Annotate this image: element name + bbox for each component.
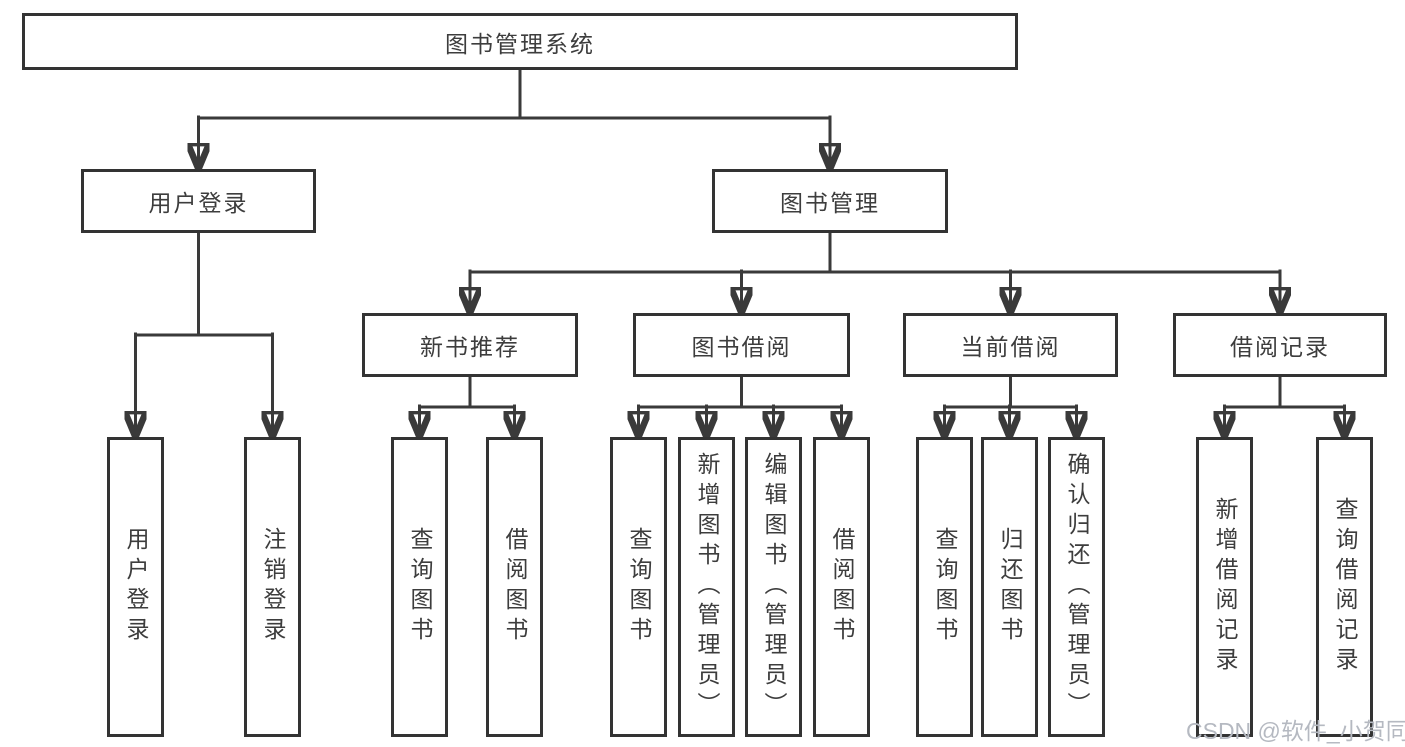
node-current-borrowing-label: 当前借阅	[960, 334, 1061, 360]
leaf-confirm-return-admin: 确认归还（管理员）	[1048, 437, 1105, 737]
connector-book-borrowing-children	[639, 375, 842, 435]
node-current-borrowing: 当前借阅	[903, 313, 1118, 377]
leaf-borrow-books-recommend-label: 借阅图书	[502, 527, 528, 647]
leaf-user-login-label: 用户登录	[123, 527, 149, 647]
leaf-query-books-current: 查询图书	[916, 437, 973, 737]
node-borrowing-records: 借阅记录	[1173, 313, 1387, 377]
leaf-query-borrow-record: 查询借阅记录	[1316, 437, 1373, 737]
connector-current-borrowing-children	[945, 375, 1077, 435]
leaf-query-books-recommend-label: 查询图书	[407, 527, 433, 647]
connector-borrowing-records-children	[1225, 375, 1345, 435]
node-book-borrowing: 图书借阅	[633, 313, 850, 377]
watermark: CSDN @软件_小贺同学	[1186, 718, 1405, 744]
node-book-borrowing-label: 图书借阅	[691, 334, 792, 360]
leaf-add-borrow-record: 新增借阅记录	[1196, 437, 1253, 737]
leaf-query-books-borrowing: 查询图书	[610, 437, 667, 737]
node-user-login: 用户登录	[81, 169, 316, 233]
leaf-return-books-label: 归还图书	[997, 527, 1023, 647]
leaf-query-books-current-label: 查询图书	[932, 527, 958, 647]
leaf-add-book-admin: 新增图书（管理员）	[678, 437, 735, 737]
leaf-borrow-books-recommend: 借阅图书	[486, 437, 543, 737]
leaf-confirm-return-admin-label: 确认归还（管理员）	[1064, 452, 1090, 722]
leaf-borrow-books-borrowing-label: 借阅图书	[829, 527, 855, 647]
connector-root-to-level2	[199, 68, 831, 167]
node-new-book-recommend: 新书推荐	[362, 313, 578, 377]
leaf-logout: 注销登录	[244, 437, 301, 737]
leaf-edit-book-admin-label: 编辑图书（管理员）	[761, 452, 787, 722]
leaf-add-book-admin-label: 新增图书（管理员）	[694, 452, 720, 722]
node-root-system: 图书管理系统	[22, 13, 1018, 70]
leaf-query-books-borrowing-label: 查询图书	[626, 527, 652, 647]
connector-book-management-children	[470, 231, 1280, 311]
node-book-management: 图书管理	[712, 169, 948, 233]
leaf-edit-book-admin: 编辑图书（管理员）	[745, 437, 802, 737]
node-user-login-label: 用户登录	[148, 190, 249, 216]
node-borrowing-records-label: 借阅记录	[1230, 334, 1330, 360]
node-new-book-recommend-label: 新书推荐	[420, 334, 520, 360]
node-root-system-label: 图书管理系统	[445, 30, 595, 57]
leaf-borrow-books-borrowing: 借阅图书	[813, 437, 870, 737]
leaf-user-login: 用户登录	[107, 437, 164, 737]
leaf-query-books-recommend: 查询图书	[391, 437, 448, 737]
leaf-add-borrow-record-label: 新增借阅记录	[1212, 497, 1238, 677]
connector-user-login-children	[136, 231, 273, 435]
leaf-query-borrow-record-label: 查询借阅记录	[1332, 497, 1358, 677]
connector-new-book-children	[420, 375, 515, 435]
node-book-management-label: 图书管理	[780, 190, 880, 216]
leaf-return-books: 归还图书	[981, 437, 1038, 737]
leaf-logout-label: 注销登录	[260, 527, 286, 647]
